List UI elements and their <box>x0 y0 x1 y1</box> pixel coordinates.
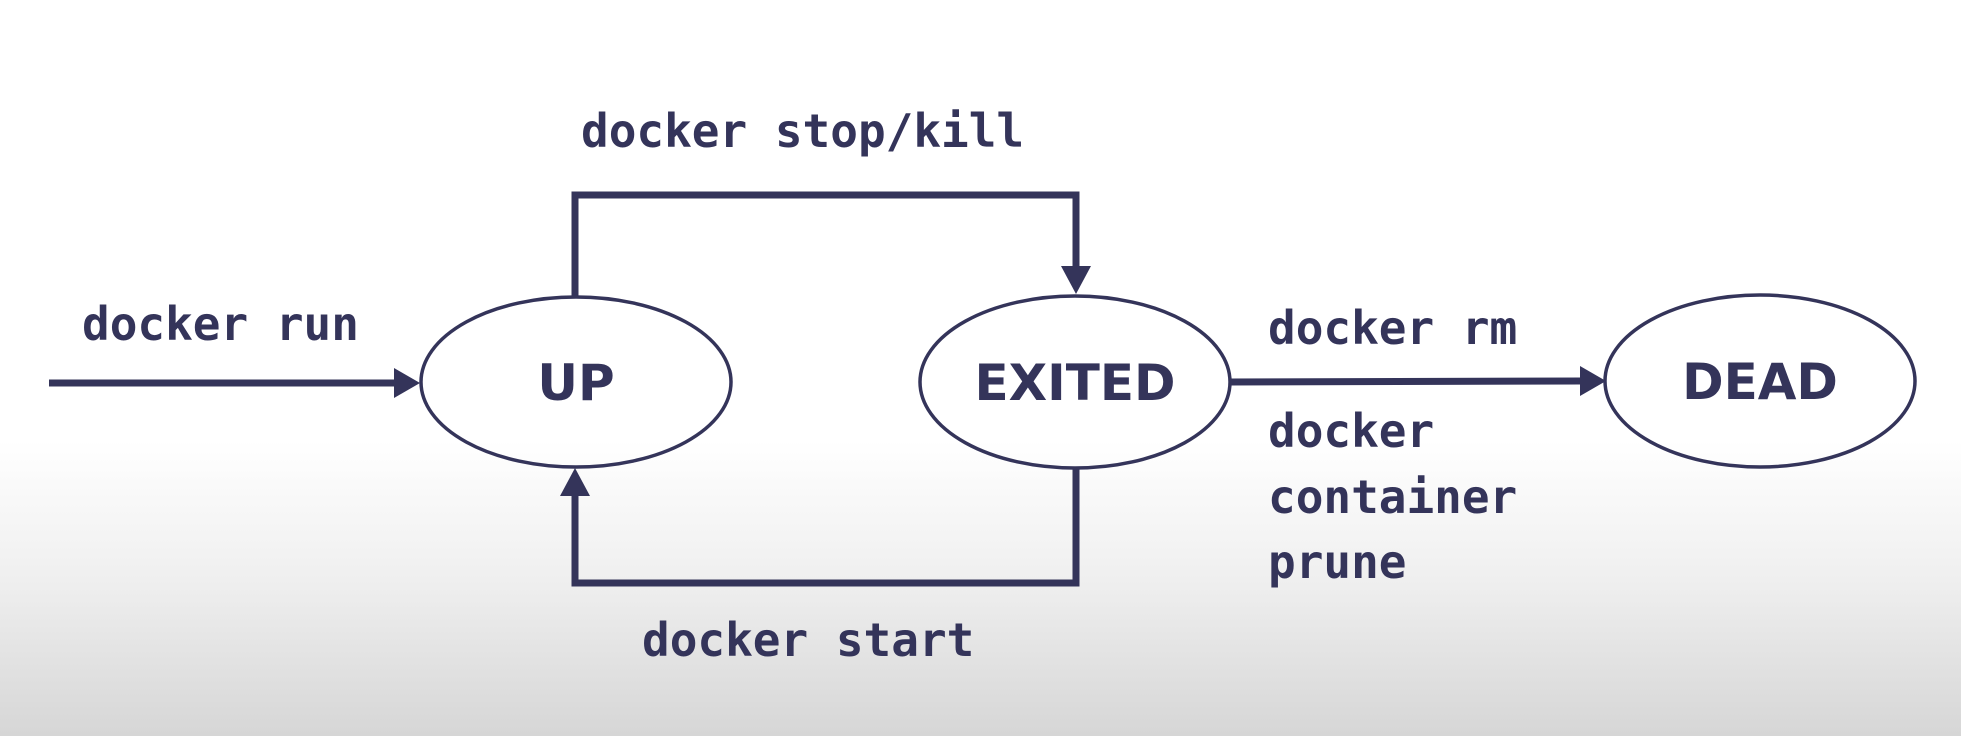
edge-rm-arrowhead <box>1580 366 1606 396</box>
edge-stop-kill <box>571 191 1091 297</box>
state-up-ellipse <box>419 295 733 469</box>
label-docker-stop-kill: docker stop/kill <box>581 104 1024 158</box>
state-dead-label: DEAD <box>1682 353 1838 411</box>
edge-stop-kill-line <box>571 191 1080 297</box>
edge-run <box>49 368 420 398</box>
label-docker-run: docker run <box>82 297 359 351</box>
state-dead: DEAD <box>1603 293 1917 469</box>
edge-stop-kill-arrowhead <box>1061 266 1091 294</box>
edge-start <box>560 468 1080 587</box>
edge-rm-line <box>1229 377 1583 386</box>
label-docker-start: docker start <box>642 613 974 667</box>
label-prune-line-1: docker <box>1268 404 1434 458</box>
label-prune-line-3: prune <box>1268 535 1406 589</box>
state-dead-ellipse <box>1603 293 1917 469</box>
state-exited-label: EXITED <box>974 354 1175 412</box>
state-exited: EXITED <box>918 294 1232 470</box>
edge-start-arrowhead <box>560 468 590 496</box>
edge-start-line <box>571 468 1080 587</box>
label-prune-line-2: container <box>1268 470 1517 524</box>
state-exited-ellipse <box>918 294 1232 470</box>
edge-rm <box>1229 366 1606 396</box>
label-docker-rm: docker rm <box>1268 301 1517 355</box>
state-up: UP <box>419 295 733 469</box>
edge-run-arrowhead <box>394 368 420 398</box>
state-up-label: UP <box>537 354 614 412</box>
